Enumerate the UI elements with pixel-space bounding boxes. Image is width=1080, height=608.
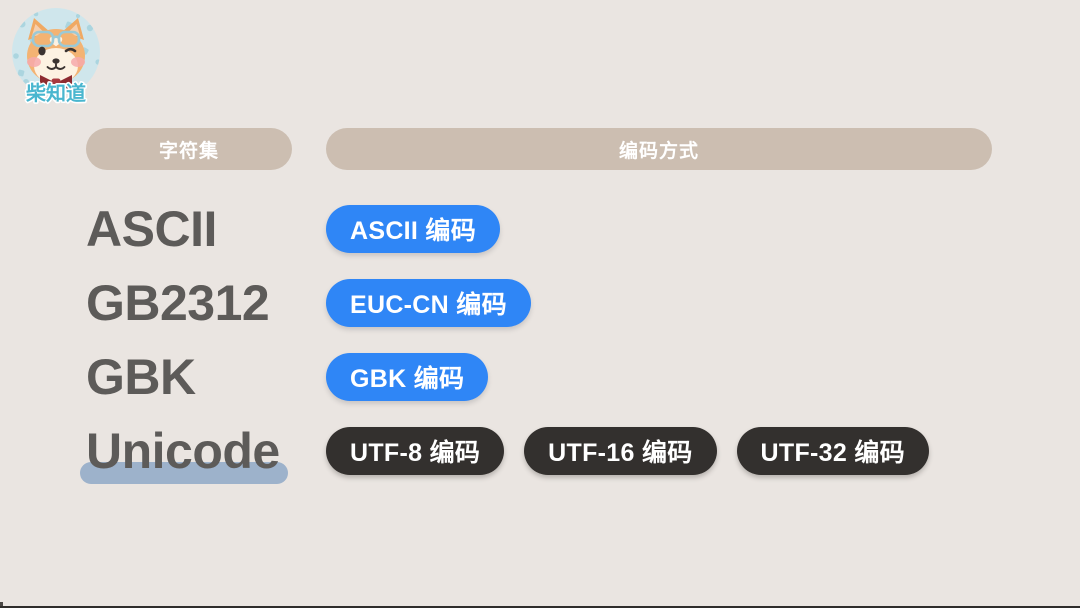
charset-name: Unicode	[80, 423, 288, 484]
encoding-pill[interactable]: EUC-CN 编码	[326, 279, 531, 327]
table-body: ASCII ASCII 编码 GB2312 EUC-CN 编码 GBK GBK 编码 Uni…	[80, 192, 992, 488]
table-header-row: 字符集 编码方式	[86, 128, 992, 170]
logo-brand-text: 柴知道 柴知道	[23, 79, 87, 106]
charset-name: GBK	[86, 349, 196, 405]
encoding-cell: UTF-8 编码 UTF-16 编码 UTF-32 编码	[326, 427, 992, 475]
header-charset: 字符集	[86, 128, 292, 170]
table-row: ASCII ASCII 编码	[86, 192, 992, 266]
table-row: Unicode UTF-8 编码 UTF-16 编码 UTF-32 编码	[80, 414, 992, 488]
charset-cell: GB2312	[86, 266, 326, 340]
encoding-pill[interactable]: GBK 编码	[326, 353, 489, 401]
charset-cell: Unicode	[80, 414, 326, 488]
encoding-pill[interactable]: ASCII 编码	[326, 205, 501, 253]
encoding-pill[interactable]: UTF-32 编码	[736, 427, 929, 475]
encoding-cell: GBK 编码	[326, 353, 992, 401]
charset-cell: GBK	[86, 340, 326, 414]
header-gap	[292, 128, 326, 170]
table-row: GBK GBK 编码	[86, 340, 992, 414]
svg-text:柴知道: 柴知道	[25, 81, 86, 105]
charset-cell: ASCII	[86, 192, 326, 266]
charset-name: ASCII	[86, 201, 217, 257]
header-encoding: 编码方式	[326, 128, 992, 170]
charset-name: GB2312	[86, 275, 270, 331]
encoding-cell: ASCII 编码	[326, 205, 992, 253]
corner-artifact	[0, 602, 3, 606]
encoding-cell: EUC-CN 编码	[326, 279, 992, 327]
table-row: GB2312 EUC-CN 编码	[86, 266, 992, 340]
shiba-inu-avatar: 柴知道 柴知道	[4, 4, 108, 108]
svg-text:柴知道: 柴知道	[25, 81, 86, 105]
encoding-pill[interactable]: UTF-16 编码	[524, 427, 717, 475]
encoding-pill[interactable]: UTF-8 编码	[326, 427, 505, 475]
